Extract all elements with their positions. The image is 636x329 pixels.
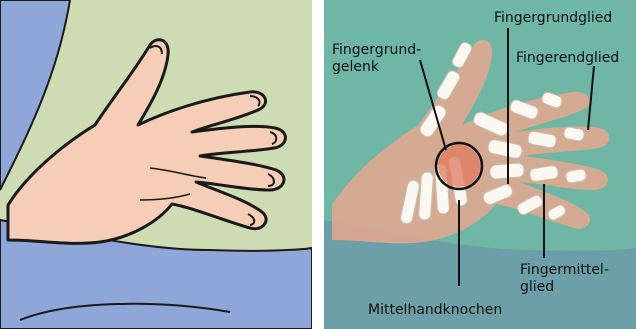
hand-illustration-panel (0, 0, 312, 329)
label-finger-joint: Fingergrund- gelenk (332, 42, 421, 76)
hand-illustration (0, 0, 312, 329)
label-finger-joint-line1: Fingergrund- (332, 42, 421, 59)
finger-joint-highlight (436, 143, 482, 189)
label-finger-joint-line2: gelenk (332, 59, 421, 76)
label-middle-phalanx-line2: glied (520, 279, 609, 296)
label-middle-phalanx-line1: Fingermittel- (520, 262, 609, 279)
label-metacarpal: Mittelhandknochen (368, 302, 502, 319)
label-distal-phalanx: Fingerendglied (516, 50, 619, 67)
label-middle-phalanx: Fingermittel- glied (520, 262, 609, 296)
hand-skeleton-panel: Fingergrund- gelenk Fingergrundglied Fin… (324, 0, 636, 329)
label-proximal-phalanx: Fingergrundglied (494, 10, 612, 27)
